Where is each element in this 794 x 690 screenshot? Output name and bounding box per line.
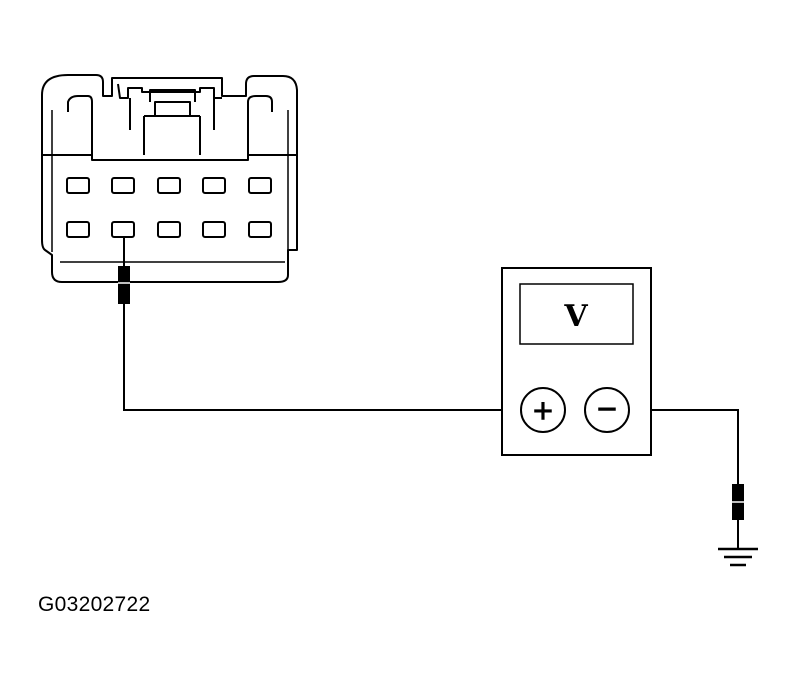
ground-probe-icon bbox=[732, 484, 744, 548]
voltmeter-display bbox=[519, 283, 634, 345]
voltmeter: V + − bbox=[501, 267, 652, 456]
negative-terminal bbox=[584, 387, 630, 433]
test-lead-wires bbox=[123, 304, 739, 484]
connector-icon bbox=[41, 74, 298, 283]
probe-icon bbox=[118, 237, 130, 304]
ground-icon bbox=[718, 547, 758, 567]
figure-id-label: G03202722 bbox=[38, 593, 151, 616]
positive-terminal-symbol: + bbox=[531, 394, 554, 427]
negative-terminal-symbol: − bbox=[595, 392, 618, 425]
voltmeter-display-text: V bbox=[563, 299, 588, 334]
positive-terminal bbox=[520, 387, 566, 433]
